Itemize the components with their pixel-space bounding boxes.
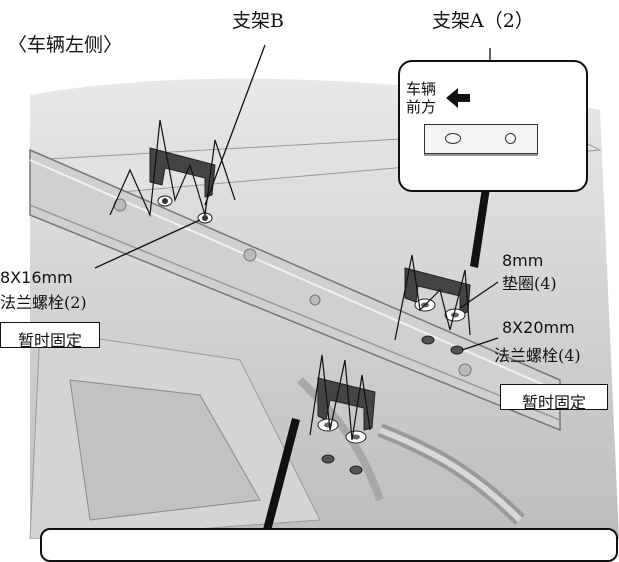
bolt-size-right: 8X20mm [502,318,575,337]
bolt-b2 [197,212,213,224]
bolt-c1 [321,454,335,464]
washer-c1 [317,418,339,432]
bracket-a-detail [424,124,538,154]
bracket-a-rear [317,377,376,431]
arrow-left-icon [446,88,470,112]
vehicle-front-label-2: 前方 [406,98,437,116]
cross-member [29,148,561,432]
bottom-callout-box [40,528,618,562]
bracket-a-front [404,267,471,315]
washer-name: 垫圈(4) [502,274,557,293]
install-lines-a1 [394,254,471,341]
bolt-c2 [349,465,363,475]
bolt-b1 [157,195,173,207]
bolt-size-left: 8X16mm [0,268,73,287]
washer-c2 [345,430,367,444]
vehicle-side-label: 〈车辆左侧〉 [8,34,123,56]
bolt-name-left: 法兰螺栓(2) [0,293,87,312]
inset-detail: 车辆 前方 [398,60,588,192]
temporary-fix-label-left: 暂时固定 [17,331,82,350]
bracket-a-label: 支架A（2） [432,10,534,32]
vehicle-front-label-1: 车辆 [406,80,437,98]
temporary-fix-box-left: 暂时固定 [0,322,100,350]
temporary-fix-label-right: 暂时固定 [521,393,586,412]
washer-size: 8mm [502,251,544,270]
bracket-b [149,147,216,198]
temporary-fix-box-right: 暂时固定 [500,384,608,412]
bolt-name-right: 法兰螺栓(4) [494,346,581,365]
install-lines-b [109,119,236,218]
install-lines-a2 [309,354,371,441]
bracket-b-label: 支架B [232,10,284,32]
bolt-r2 [450,345,464,355]
bolt-r1 [421,335,435,345]
